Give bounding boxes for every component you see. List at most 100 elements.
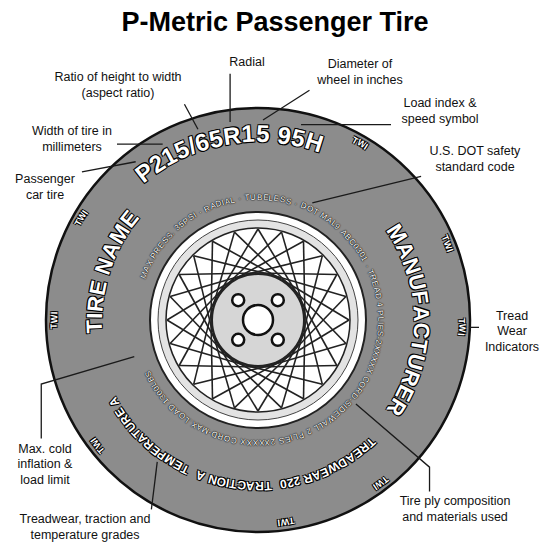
sidewall-letter: [362, 260, 370, 266]
sidewall-letter: [337, 226, 344, 233]
sidewall-letter: A: [209, 202, 217, 211]
sidewall-letter: U: [403, 351, 428, 372]
sidewall-letter: 1: [158, 143, 181, 170]
sidewall-letter: ·: [238, 195, 242, 203]
sidewall-letter: R: [141, 437, 155, 452]
sidewall-letter: ·: [363, 263, 371, 269]
sidewall-letter: D: [336, 404, 346, 414]
sidewall-letter: 2: [286, 476, 295, 489]
spoke: [194, 256, 271, 275]
sidewall-letter: -: [347, 396, 355, 403]
sidewall-letter: R: [353, 385, 363, 394]
sidewall-letter: D: [373, 292, 382, 299]
sidewall-letter: L: [292, 432, 299, 441]
sidewall-letter: L: [329, 219, 337, 228]
sidewall-letter: A: [135, 431, 150, 446]
sidewall-letter: D: [336, 455, 350, 470]
callout-label: Load index & speed symbol: [394, 96, 486, 127]
spoke: [179, 366, 258, 368]
sidewall-letter: E: [351, 446, 365, 460]
lug-hole: [272, 334, 284, 346]
sidewall-letter: T: [179, 462, 191, 476]
leader-line: [263, 90, 309, 120]
sidewall-letter: [237, 436, 240, 444]
sidewall-letter: [302, 429, 307, 437]
spoke: [179, 273, 258, 275]
sidewall-letter: D: [211, 429, 219, 439]
sidewall-letter: [275, 436, 278, 444]
spoke: [211, 241, 213, 320]
sidewall-letter: P: [150, 251, 160, 260]
sidewall-letter: R: [357, 440, 371, 455]
sidewall-letter: W: [326, 460, 342, 476]
sidewall-letter: B: [257, 194, 262, 202]
sidewall-letter: B: [147, 375, 157, 384]
sidewall-letter: L: [376, 316, 384, 321]
sidewall-letter: D: [349, 391, 359, 400]
sidewall-letter: P: [376, 310, 384, 316]
sidewall-letter: [171, 227, 178, 234]
sidewall-letter: P: [297, 430, 305, 439]
sidewall-letter: A: [310, 468, 322, 482]
sidewall-letter: 5: [171, 136, 193, 163]
sidewall-letter: 1: [162, 396, 171, 405]
sidewall-letter: -: [207, 428, 213, 436]
leader-line: [229, 74, 230, 122]
sidewall-letter: 2: [145, 150, 169, 177]
sidewall-letter: O: [357, 380, 367, 390]
sidewall-letter: T: [366, 269, 375, 277]
spoke: [194, 365, 271, 384]
sidewall-letter: M: [382, 221, 410, 248]
sidewall-letter: /: [185, 134, 200, 159]
leader-line: [117, 144, 163, 145]
sidewall-letter: I: [445, 248, 454, 253]
sidewall-letter: P: [131, 158, 158, 187]
sidewall-letter: I: [50, 311, 59, 314]
sidewall-letter: [291, 199, 295, 207]
sidewall-letter: U: [404, 272, 429, 293]
sidewall-letter: C: [230, 435, 237, 444]
sidewall-letter: W: [442, 240, 453, 251]
sidewall-letter: A: [173, 407, 182, 417]
sidewall-letter: P: [155, 448, 168, 462]
sidewall-letter: S: [187, 213, 196, 223]
sidewall-letter: X: [364, 366, 373, 374]
sidewall-letter: [235, 196, 239, 204]
sidewall-letter: [194, 210, 200, 218]
sidewall-letter: S: [343, 398, 353, 407]
sidewall-letter: E: [332, 409, 341, 419]
sidewall-letter: A: [339, 228, 348, 237]
sidewall-letter: I: [81, 209, 90, 216]
sidewall-letter: I: [192, 212, 198, 220]
sidewall-letter: M: [162, 453, 177, 468]
sidewall-letter: R: [397, 366, 423, 389]
sidewall-letter: T: [407, 338, 431, 355]
sidewall-letter: L: [183, 415, 191, 424]
sidewall-letter: C: [409, 322, 432, 339]
sidewall-letter: A: [372, 286, 381, 293]
sidewall-letter: 6: [192, 129, 212, 156]
sidewall-letter: [316, 210, 322, 218]
sidewall-letter: I: [376, 321, 384, 323]
sidewall-letter: 5: [256, 122, 270, 146]
sidewall-letter: A: [392, 238, 419, 262]
sidewall-letter: I: [221, 199, 225, 207]
wheel-rim: [150, 212, 366, 428]
tire: [46, 108, 470, 532]
sidewall-letter: E: [370, 280, 379, 287]
sidewall-letter: F: [408, 290, 432, 306]
sidewall-letter: L: [312, 423, 320, 432]
spoke: [303, 308, 322, 385]
sidewall-letter: 0: [279, 478, 287, 491]
sidewall-letter: N: [399, 255, 425, 277]
sidewall-letter: 5: [207, 126, 225, 152]
sidewall-letter: 0: [351, 242, 360, 250]
sidewall-letter: 0: [156, 389, 165, 397]
sidewall-letter: C: [347, 237, 357, 247]
lug-hole: [232, 334, 244, 346]
sidewall-letter: R: [84, 295, 107, 313]
lug-hole: [232, 294, 244, 306]
sidewall-letter: I: [89, 436, 98, 443]
sidewall-letter: E: [319, 465, 331, 479]
